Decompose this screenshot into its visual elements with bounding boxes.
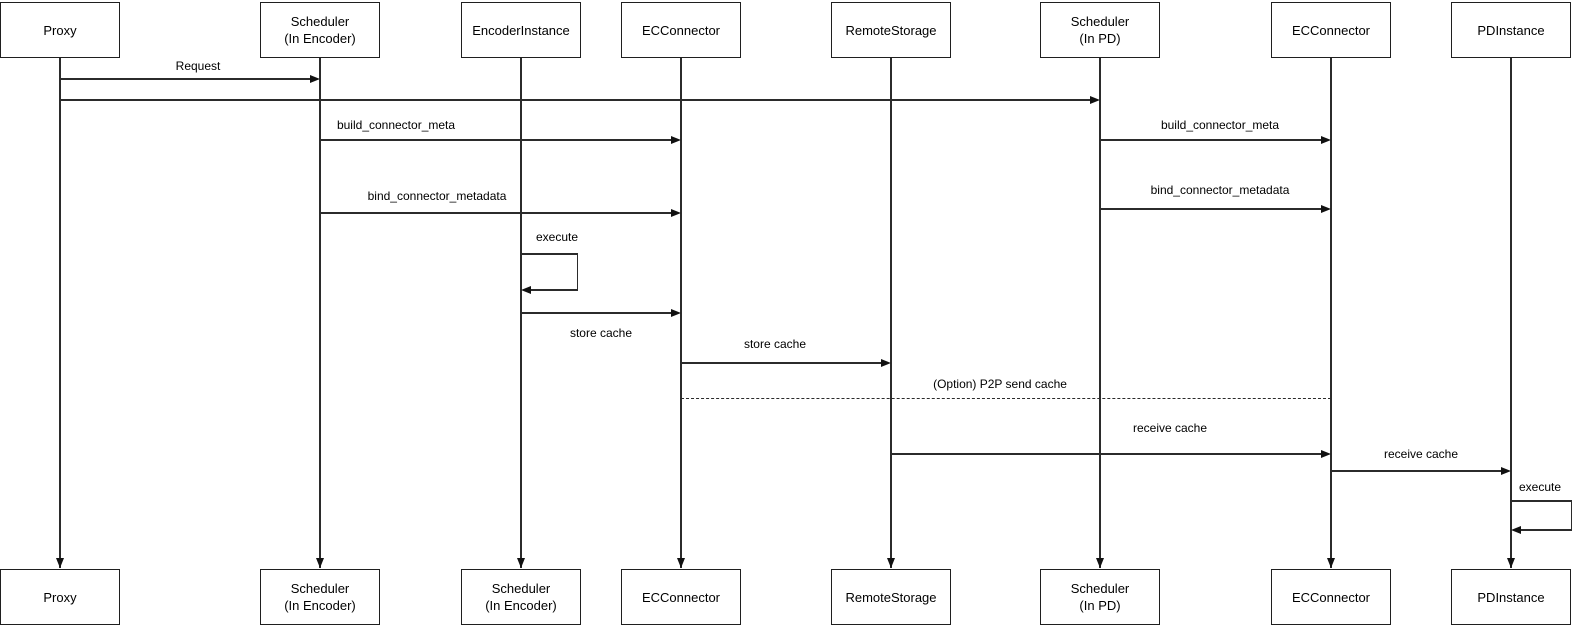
message-label-bind-connector-metadata-right: bind_connector_metadata bbox=[1148, 183, 1292, 197]
self-loop-bottom-line bbox=[1521, 529, 1572, 531]
actor-label: EncoderInstance bbox=[472, 22, 570, 38]
lifeline-scheduler-encoder bbox=[319, 58, 321, 568]
lifeline-arrowhead bbox=[676, 558, 685, 568]
actor-label-line2: (In Encoder) bbox=[485, 598, 557, 613]
self-loop-top-line bbox=[1511, 500, 1572, 502]
actor-label: PDInstance bbox=[1477, 22, 1545, 38]
actor-top-pd-instance: PDInstance bbox=[1451, 2, 1571, 58]
message-label-bind-connector-metadata-left: bind_connector_metadata bbox=[365, 189, 509, 203]
self-loop-top-line bbox=[521, 253, 578, 255]
message-line-proxy-to-scheduler-pd bbox=[60, 99, 1091, 101]
lifeline-proxy bbox=[59, 58, 61, 568]
message-arrowhead bbox=[1321, 135, 1331, 144]
message-label-receive-cache-right: receive cache bbox=[1381, 447, 1461, 461]
message-label-execute-encoder: execute bbox=[533, 230, 581, 244]
lifeline-pd-instance bbox=[1510, 58, 1512, 568]
actor-bottom-proxy: Proxy bbox=[0, 569, 120, 625]
lifeline-arrowhead bbox=[1095, 558, 1104, 568]
actor-bottom-remote-storage: RemoteStorage bbox=[831, 569, 951, 625]
lifeline-arrowhead bbox=[315, 558, 324, 568]
actor-label: ECConnector bbox=[641, 589, 721, 605]
message-arrowhead bbox=[671, 135, 681, 144]
lifeline-remote-storage bbox=[890, 58, 892, 568]
message-label-p2p-send-cache: (Option) P2P send cache bbox=[931, 377, 1069, 391]
lifeline-arrowhead bbox=[1326, 558, 1335, 568]
actor-bottom-scheduler-pd: Scheduler (In PD) bbox=[1040, 569, 1160, 625]
message-line-bind-connector-metadata-left bbox=[320, 212, 672, 214]
actor-label: Scheduler bbox=[290, 14, 350, 29]
message-line-build-connector-meta-right bbox=[1100, 139, 1322, 141]
message-label-execute-pd: execute bbox=[1516, 480, 1564, 494]
message-line-store-cache-remote bbox=[681, 362, 882, 364]
message-label-build-connector-meta-right: build_connector_meta bbox=[1158, 118, 1282, 132]
actor-label: Proxy bbox=[43, 22, 77, 38]
message-arrowhead bbox=[881, 358, 891, 367]
actor-label: ECConnector bbox=[641, 22, 721, 38]
actor-top-remote-storage: RemoteStorage bbox=[831, 2, 951, 58]
lifeline-arrowhead bbox=[55, 558, 64, 568]
actor-top-scheduler-pd: Scheduler (In PD) bbox=[1040, 2, 1160, 58]
actor-label: Proxy bbox=[43, 589, 77, 605]
actor-bottom-ec-connector-pd: ECConnector bbox=[1271, 569, 1391, 625]
self-loop-right-line bbox=[1570, 500, 1572, 531]
message-label-receive-cache-left: receive cache bbox=[1130, 421, 1210, 435]
message-line-receive-cache-left bbox=[891, 453, 1322, 455]
message-arrowhead bbox=[1321, 449, 1331, 458]
message-line-store-cache-encoder bbox=[521, 312, 672, 314]
lifeline-ec-connector-encoder bbox=[680, 58, 682, 568]
message-label-build-connector-meta-left: build_connector_meta bbox=[334, 118, 458, 132]
actor-label: Scheduler bbox=[491, 581, 551, 596]
lifeline-arrowhead bbox=[516, 558, 525, 568]
actor-label-line2: (In PD) bbox=[1079, 598, 1121, 613]
message-label-store-cache-encoder: store cache bbox=[567, 326, 635, 340]
message-arrowhead bbox=[671, 308, 681, 317]
message-line-build-connector-meta-left bbox=[320, 139, 672, 141]
self-loop-right-line bbox=[576, 253, 578, 291]
actor-top-encoder-instance: EncoderInstance bbox=[461, 2, 581, 58]
actor-label: ECConnector bbox=[1291, 22, 1371, 38]
message-line-bind-connector-metadata-right bbox=[1100, 208, 1322, 210]
self-loop-bottom-line bbox=[531, 289, 578, 291]
lifeline-arrowhead bbox=[1506, 558, 1515, 568]
message-line-request bbox=[60, 78, 311, 80]
actor-label-line2: (In Encoder) bbox=[284, 31, 356, 46]
message-arrowhead bbox=[1090, 95, 1100, 104]
actor-top-scheduler-encoder: Scheduler (In Encoder) bbox=[260, 2, 380, 58]
actor-bottom-pd-instance: PDInstance bbox=[1451, 569, 1571, 625]
actor-label: RemoteStorage bbox=[845, 589, 937, 605]
actor-top-ec-connector-encoder: ECConnector bbox=[621, 2, 741, 58]
message-line-receive-cache-right bbox=[1331, 470, 1502, 472]
message-arrowhead bbox=[1511, 525, 1521, 534]
actor-label: PDInstance bbox=[1477, 589, 1545, 605]
message-label-request: Request bbox=[173, 59, 223, 73]
lifeline-scheduler-pd bbox=[1099, 58, 1101, 568]
actor-label-line2: (In Encoder) bbox=[284, 598, 356, 613]
actor-label: RemoteStorage bbox=[845, 22, 937, 38]
actor-label-line2: (In PD) bbox=[1079, 31, 1121, 46]
message-arrowhead bbox=[1321, 204, 1331, 213]
actor-bottom-ec-connector-encoder: ECConnector bbox=[621, 569, 741, 625]
message-arrowhead bbox=[521, 285, 531, 294]
message-arrowhead bbox=[671, 208, 681, 217]
message-label-store-cache-remote: store cache bbox=[741, 337, 809, 351]
message-arrowhead bbox=[310, 74, 320, 83]
actor-top-ec-connector-pd: ECConnector bbox=[1271, 2, 1391, 58]
actor-label: ECConnector bbox=[1291, 589, 1371, 605]
actor-bottom-scheduler-encoder: Scheduler (In Encoder) bbox=[260, 569, 380, 625]
actor-label: Scheduler bbox=[1070, 14, 1130, 29]
actor-label: Scheduler bbox=[1070, 581, 1130, 596]
actor-top-proxy: Proxy bbox=[0, 2, 120, 58]
actor-bottom-scheduler-encoder-2: Scheduler (In Encoder) bbox=[461, 569, 581, 625]
lifeline-arrowhead bbox=[886, 558, 895, 568]
message-line-p2p-send-cache bbox=[681, 398, 1331, 399]
actor-label: Scheduler bbox=[290, 581, 350, 596]
lifeline-ec-connector-pd bbox=[1330, 58, 1332, 568]
message-arrowhead bbox=[1501, 466, 1511, 475]
